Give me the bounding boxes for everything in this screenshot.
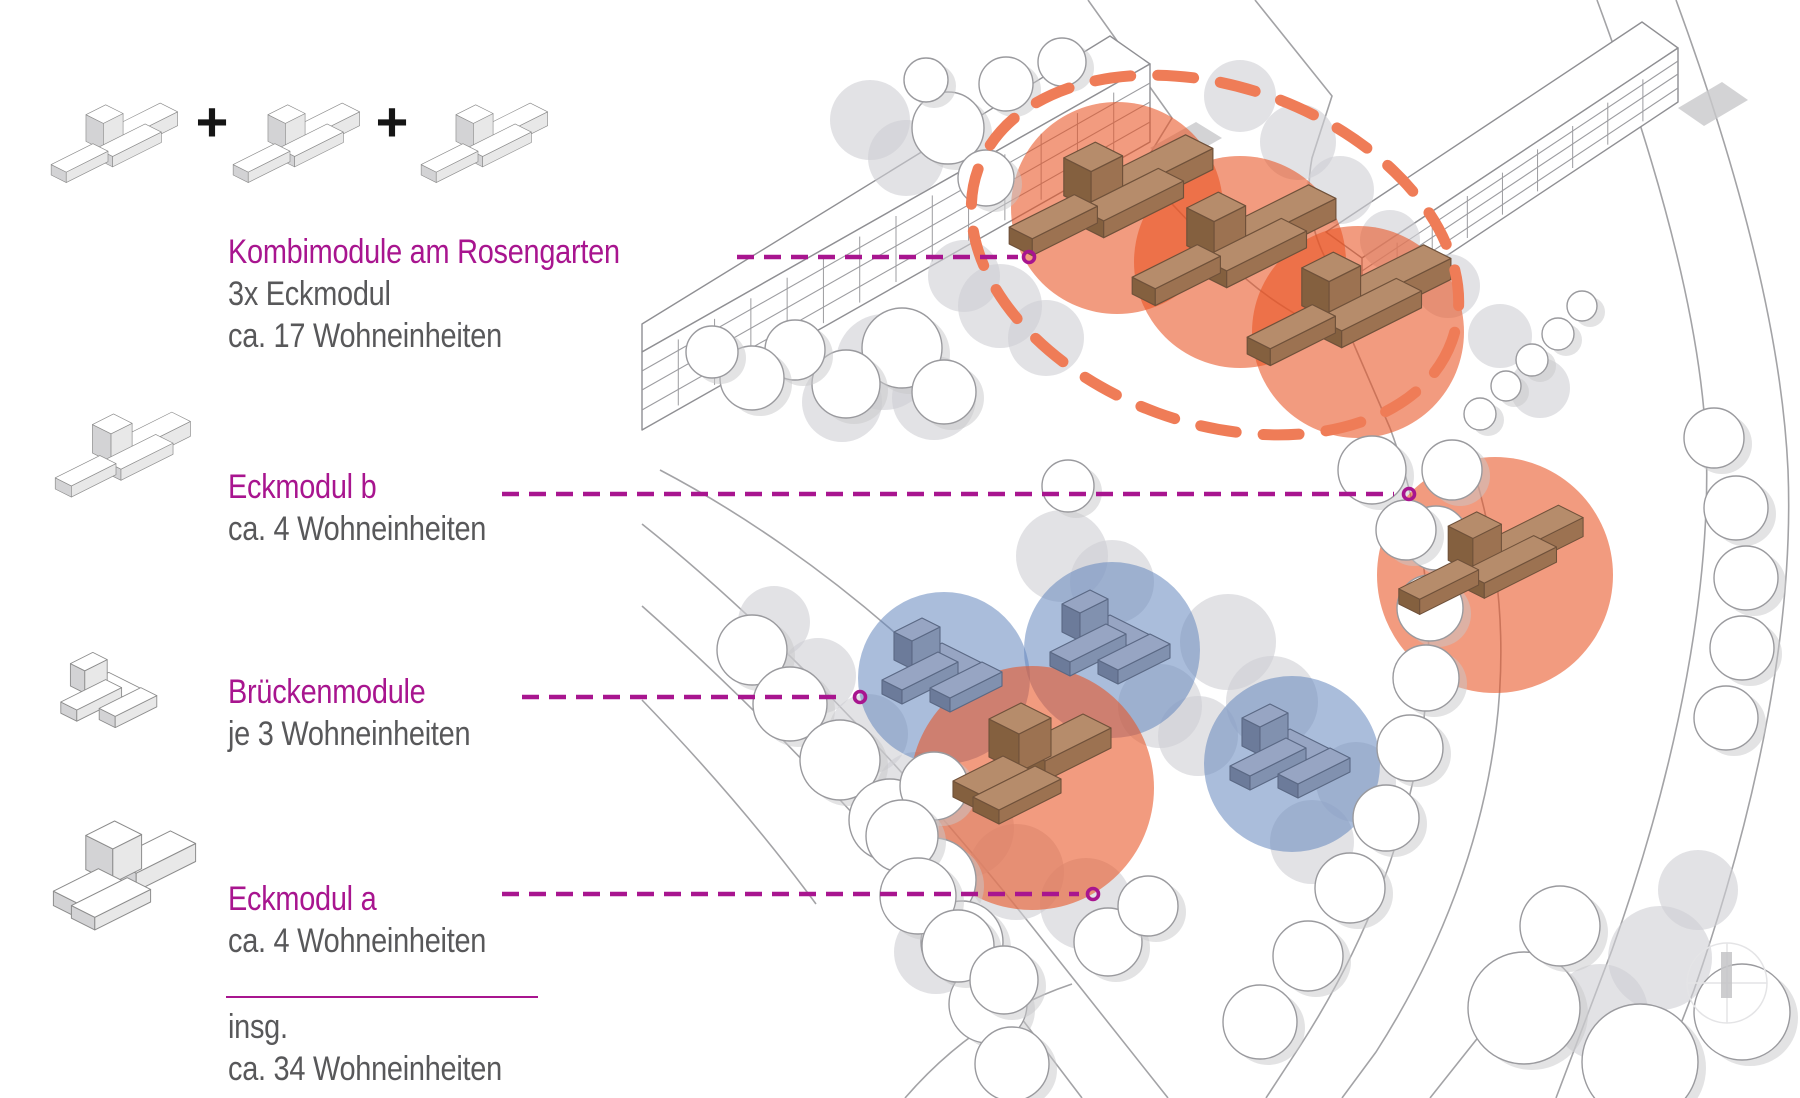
legend-title: Eckmodul b [228, 468, 377, 506]
slab-shadow [1678, 82, 1748, 126]
eckmodul-a-drawing [52, 820, 197, 931]
legend-item-kombimodule: Kombimodule am Rosengarten 3x Eckmodul c… [228, 231, 620, 357]
leader-ring-marker [852, 689, 868, 705]
legend-title: Eckmodul a [228, 880, 377, 918]
legend-item-eckmodul-a: Eckmodul a ca. 4 Wohneinheiten [228, 878, 486, 962]
eckmodul-b-drawing [54, 411, 191, 498]
legend-title: Kombimodule am Rosengarten [228, 233, 620, 271]
leader-lines [502, 249, 1417, 902]
module-buildings [881, 134, 1584, 825]
total-value: ca. 34 Wohneinheiten [228, 1050, 502, 1088]
leader-ring-marker [1021, 249, 1037, 265]
kombimodule-dashed-ellipse [965, 69, 1465, 441]
plus-sign: + [195, 90, 229, 153]
legend-total: insg. ca. 34 Wohneinheiten [228, 1006, 502, 1090]
kombimodule-drawing [50, 102, 548, 183]
legend-item-eckmodul-b: Eckmodul b ca. 4 Wohneinheiten [228, 466, 486, 550]
total-label: insg. [228, 1008, 288, 1046]
legend-detail: ca. 17 Wohneinheiten [228, 317, 502, 355]
dashed-outline [965, 69, 1465, 441]
legend-detail: ca. 4 Wohneinheiten [228, 510, 487, 548]
total-separator-line [226, 996, 538, 998]
legend-detail: 3x Eckmodul [228, 275, 391, 313]
legend-item-brueckenmodule: Brückenmodule je 3 Wohneinheiten [228, 671, 471, 755]
leader-ring-marker [1401, 486, 1417, 502]
survey-crosshair-icon [1686, 942, 1768, 1024]
legend-detail: je 3 Wohneinheiten [228, 715, 471, 753]
legend-title: Brückenmodule [228, 673, 426, 711]
leader-ring-marker [1085, 886, 1101, 902]
plus-sign: + [375, 90, 409, 153]
legend-detail: ca. 4 Wohneinheiten [228, 922, 487, 960]
brueckenmodul-drawing [60, 651, 158, 729]
